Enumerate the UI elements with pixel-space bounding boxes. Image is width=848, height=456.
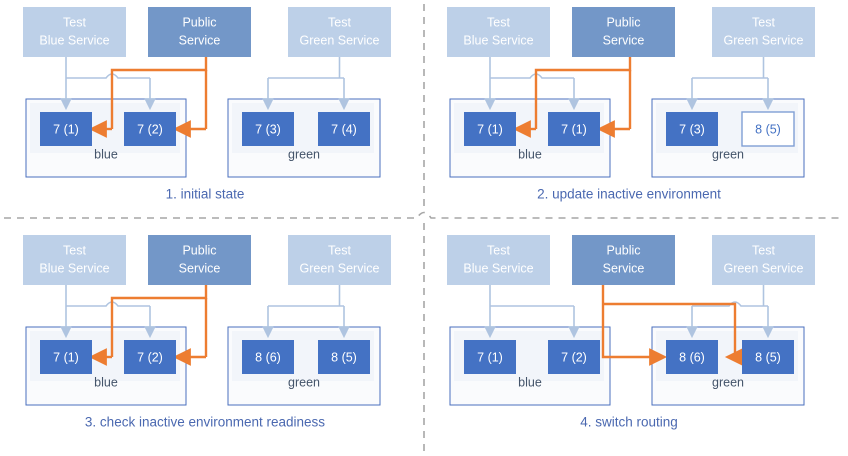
panel-3-green-pod-1-box[interactable]	[242, 340, 294, 374]
panel-1-test-green-service-label-line2: Green Service	[300, 33, 380, 47]
panel-2-test-green-service-label-line2: Green Service	[724, 33, 804, 47]
panel-4-caption: 4. switch routing	[580, 415, 678, 430]
panel-4-test-blue-service-label-line1: Test	[487, 243, 510, 257]
panel-2-public-route-pod1	[534, 57, 632, 129]
divider-horizontal	[4, 211, 844, 219]
panel-3-blue-pod-1-label: 7 (1)	[53, 350, 79, 364]
panel-2-green-pod-2-box[interactable]	[741, 111, 795, 147]
panel-2-green-env-label: green	[712, 147, 744, 161]
panel-2-blue-env-label: blue	[518, 147, 542, 161]
panel-4-public-service-label-line2: Service	[603, 261, 645, 275]
panel-3-green-pod-2-box[interactable]	[318, 340, 370, 374]
panel-2-blue-pod-1-label: 7 (1)	[477, 122, 503, 136]
panel-2-test-green-service-box[interactable]	[712, 7, 815, 57]
panel-2-public-service-label-line1: Public	[606, 15, 640, 29]
panel-2-blue-pod-1-box[interactable]	[464, 112, 516, 146]
panel-1-blue-pod-2-label: 7 (2)	[137, 122, 163, 136]
panel-1-test-blue-service-label-line2: Blue Service	[39, 33, 109, 47]
panel-1-blue-pod-2-box[interactable]	[124, 112, 176, 146]
panel-1-public-service-label-line1: Public	[182, 15, 216, 29]
panel-3-public-service-label-line2: Service	[179, 261, 221, 275]
panel-4-blue-env-label: blue	[518, 375, 542, 389]
panel-1-green-pod-1-label: 7 (3)	[255, 122, 281, 136]
panel-4-test-blue-service-box[interactable]	[447, 235, 550, 285]
panel-3-test-green-service-box[interactable]	[288, 235, 391, 285]
panel-1-green-pod-2-label: 7 (4)	[331, 122, 357, 136]
panel-4-green-pod-2-label: 8 (5)	[755, 350, 781, 364]
panel-3-blue-pod-1-box[interactable]	[40, 340, 92, 374]
panel-1-test-green-service-label-line1: Test	[328, 15, 351, 29]
panel-1-blue-pod-1-label: 7 (1)	[53, 122, 79, 136]
panel-3-green-pod-2-label: 8 (5)	[331, 350, 357, 364]
panel-4-public-service-label-line1: Public	[606, 243, 640, 257]
panel-2-test-blue-service-label-line2: Blue Service	[463, 33, 533, 47]
panel-4-blue-pod-2-label: 7 (2)	[561, 350, 587, 364]
panel-4-test-green-branch	[692, 301, 768, 307]
panel-3-test-green-service-label-line1: Test	[328, 243, 351, 257]
panel-4-test-green-service-box[interactable]	[712, 235, 815, 285]
panel-4-green-pod-2-box[interactable]	[742, 340, 794, 374]
panel-2-green-pod-1-box[interactable]	[666, 112, 718, 146]
panel-1-green-pod-1-box[interactable]	[242, 112, 294, 146]
panel-1-caption: 1. initial state	[166, 187, 245, 202]
panel-3-test-blue-service-box[interactable]	[23, 235, 126, 285]
panel-3-green-env-label: green	[288, 375, 320, 389]
panel-2-green-pod-2-label: 8 (5)	[755, 122, 781, 136]
panel-2-green-pod-1-label: 7 (3)	[679, 122, 705, 136]
panel-4-test-green-service-label-line1: Test	[752, 243, 775, 257]
panel-4-green-pod-1-box[interactable]	[666, 340, 718, 374]
panel-1-green-pod-2-box[interactable]	[318, 112, 370, 146]
panel-2-test-blue-branch	[490, 73, 574, 79]
panel-3-test-blue-service-label-line1: Test	[63, 243, 86, 257]
panel-4-blue-pod-2-box[interactable]	[548, 340, 600, 374]
panel-3-test-blue-service-label-line2: Blue Service	[39, 261, 109, 275]
panel-2-public-service-label-line2: Service	[603, 33, 645, 47]
panel-3-blue-env-label: blue	[94, 375, 118, 389]
panel-4-public-service-box[interactable]	[572, 235, 675, 285]
panel-4-public-route-pod2-arrow	[603, 302, 743, 366]
panel-3-public-route-pod1	[110, 285, 208, 357]
panel-1-test-blue-service-label-line1: Test	[63, 15, 86, 29]
panel-4-green-pod-1-label: 8 (6)	[679, 350, 705, 364]
panel-1-test-blue-branch	[66, 73, 150, 79]
panel-1-blue-env-label: blue	[94, 147, 118, 161]
panel-1-blue-pod-1-box[interactable]	[40, 112, 92, 146]
panel-2-test-blue-service-label-line1: Test	[487, 15, 510, 29]
panel-1-public-route-pod1	[110, 57, 208, 129]
panel-3-blue-pod-2-box[interactable]	[124, 340, 176, 374]
panel-3-test-blue-branch	[66, 301, 150, 307]
panel-2-test-green-service-label-line1: Test	[752, 15, 775, 29]
panel-2-caption: 2. update inactive environment	[537, 187, 721, 202]
panel-4-blue-pod-1-box[interactable]	[464, 340, 516, 374]
panel-4-green-env-label: green	[712, 375, 744, 389]
panel-1-test-blue-service-box[interactable]	[23, 7, 126, 57]
panel-4-blue-pod-1-label: 7 (1)	[477, 350, 503, 364]
panel-3-test-green-service-label-line2: Green Service	[300, 261, 380, 275]
panel-4-public-route-pod1-arrow	[601, 285, 668, 366]
panel-3-public-service-box[interactable]	[148, 235, 251, 285]
panel-1-test-green-service-box[interactable]	[288, 7, 391, 57]
panel-3-green-pod-1-label: 8 (6)	[255, 350, 281, 364]
panel-3-public-service-label-line1: Public	[182, 243, 216, 257]
panel-4-test-green-service-label-line2: Green Service	[724, 261, 804, 275]
panel-4-test-blue-service-label-line2: Blue Service	[463, 261, 533, 275]
panel-2-blue-pod-2-label: 7 (1)	[561, 122, 587, 136]
panel-2-blue-pod-2-box[interactable]	[548, 112, 600, 146]
panel-2-public-service-box[interactable]	[572, 7, 675, 57]
panel-3-blue-pod-2-label: 7 (2)	[137, 350, 163, 364]
panel-1-green-env-label: green	[288, 147, 320, 161]
panel-1-public-service-box[interactable]	[148, 7, 251, 57]
panel-1-public-service-label-line2: Service	[179, 33, 221, 47]
panel-2-test-blue-service-box[interactable]	[447, 7, 550, 57]
panel-3-caption: 3. check inactive environment readiness	[85, 415, 325, 430]
